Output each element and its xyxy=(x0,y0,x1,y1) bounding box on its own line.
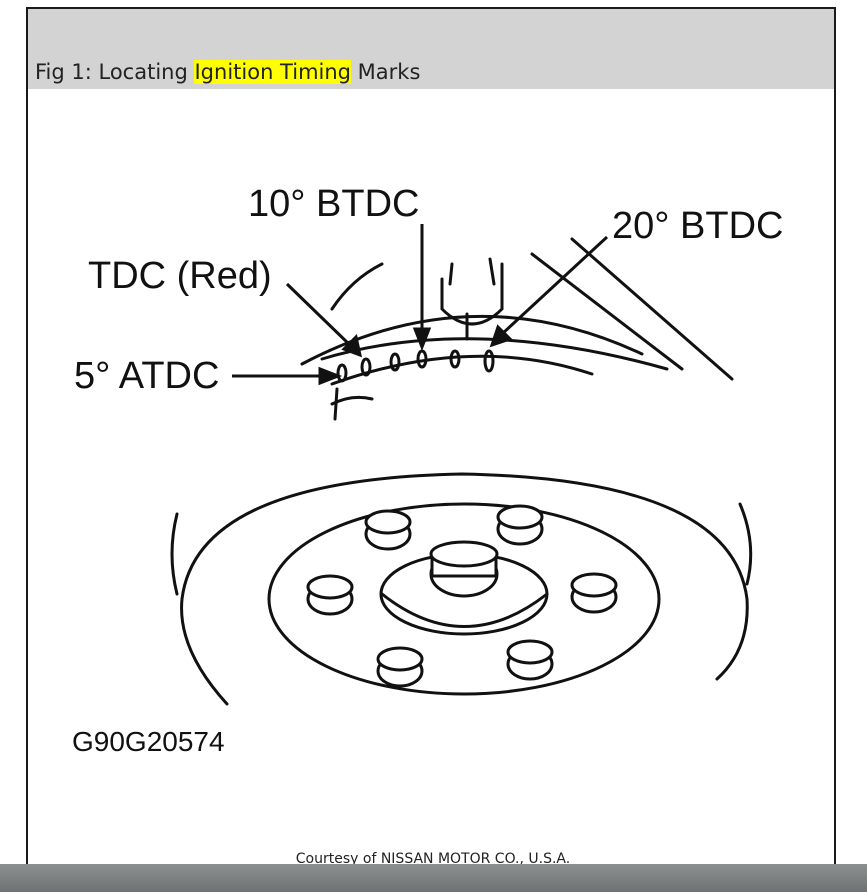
arrowhead-20btdc xyxy=(489,324,513,348)
arrowhead-5atdc xyxy=(318,366,343,386)
arrow-tdc xyxy=(285,282,354,349)
label-5atdc: 5° ATDC xyxy=(74,355,219,397)
hub-ring xyxy=(267,502,661,696)
caption-bar xyxy=(28,9,834,89)
timing-pointer-top xyxy=(448,257,496,286)
figure-frame: Fig 1: Locating Ignition Timing Marks xyxy=(26,7,836,887)
flywheel-rim-left xyxy=(170,512,179,596)
timing-notch xyxy=(336,363,348,383)
arrow-20btdc xyxy=(500,235,609,336)
arrowhead-tdc xyxy=(341,334,363,358)
belt-line-right xyxy=(530,252,684,371)
label-20btdc: 20° BTDC xyxy=(612,205,783,247)
arrowhead-10btdc xyxy=(412,327,432,352)
hub-bolt xyxy=(306,574,354,616)
timing-notch xyxy=(449,349,461,369)
pulley-left-stub xyxy=(333,387,339,421)
pulley-inner-arc xyxy=(320,337,669,371)
timing-notch xyxy=(360,357,372,377)
flywheel-outer-arc xyxy=(180,472,749,706)
belt-line-left xyxy=(330,262,384,311)
belt-line-right2 xyxy=(570,237,734,381)
label-10btdc: 10° BTDC xyxy=(248,183,419,225)
label-tdc: TDC (Red) xyxy=(88,255,272,297)
timing-marks-diagram: 10° BTDC 20° BTDC TDC (Red) 5° ATDC G90G… xyxy=(72,183,783,757)
timing-pointer-bracket xyxy=(440,262,504,326)
caption-highlight: Ignition Timing xyxy=(194,60,351,84)
pulley-lower-edge xyxy=(330,395,374,406)
caption-prefix: Fig 1: Locating xyxy=(35,60,195,84)
hub-bolt xyxy=(376,646,424,688)
bottom-bar xyxy=(0,864,867,892)
hub-center-shadow xyxy=(380,592,549,628)
hub-bolt xyxy=(506,639,554,681)
flywheel-rim-right xyxy=(738,502,753,586)
hub-bolt xyxy=(364,509,412,551)
timing-notch xyxy=(416,349,428,369)
hub-bolt xyxy=(570,572,618,614)
hub-bolt xyxy=(496,504,544,546)
timing-notch xyxy=(483,349,495,373)
center-bolt xyxy=(429,540,499,598)
figure-credit: Courtesy of NISSAN MOTOR CO., U.S.A. xyxy=(295,851,571,867)
figure-caption: Fig 1: Locating Ignition Timing Marks xyxy=(35,60,420,84)
caption-suffix: Marks xyxy=(351,60,421,84)
timing-notch xyxy=(389,352,401,372)
label-part-number: G90G20574 xyxy=(72,726,225,757)
